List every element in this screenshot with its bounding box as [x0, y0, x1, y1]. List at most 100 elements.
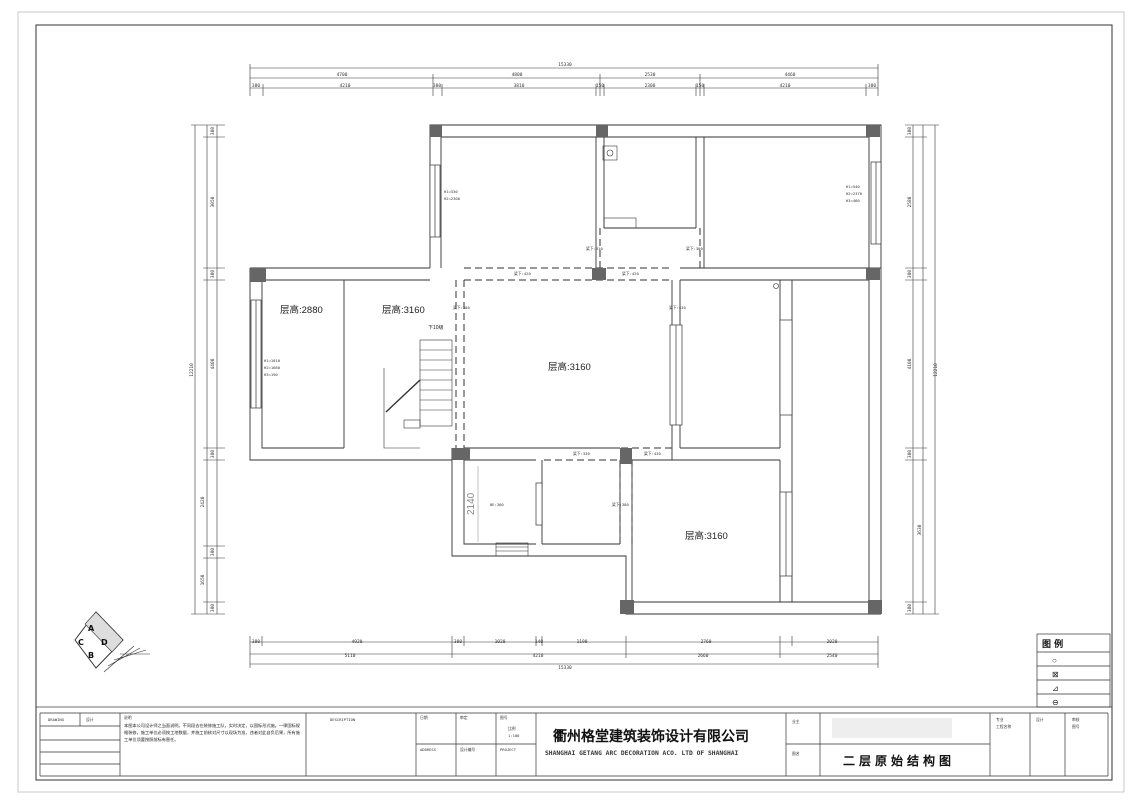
right-dim-7: 380: [907, 604, 913, 612]
tb-cell-5: 日期: [420, 715, 428, 720]
tb-notes: 本图本公司设计师之当面说明。不同段去在装修施工队，实时决定，以国标形式施。一律国…: [124, 723, 300, 742]
left-total-dim: 12210: [189, 363, 195, 377]
beam-label-3: 梁下:420: [514, 271, 531, 276]
bathroom-note: BE:360: [490, 502, 504, 507]
top-dim-r2-2: 4210: [340, 83, 351, 89]
bottom-dim-1: 380: [252, 639, 260, 645]
staircase: [383, 339, 453, 449]
legend-title: 图 例: [1042, 638, 1063, 650]
top-dim-r2-7: 150: [696, 83, 704, 89]
window-note-2c: H3=460: [846, 198, 860, 203]
tb-cell-3: 说明: [124, 715, 132, 720]
tb-cell-14: 图名: [792, 751, 800, 756]
left-dimensions: [191, 124, 225, 615]
left-dim-labels: 380 3050 380 4400 380 2420 380 1650 380 …: [189, 127, 216, 612]
beam-label-4: 梁下:420: [622, 271, 639, 276]
tb-notes-wrap: 本图本公司设计师之当面说明。不同段去在装修施工队，实时决定，以国标形式施。一律国…: [124, 723, 300, 742]
right-dim-5: 380: [907, 450, 913, 458]
bottom-dimensions: [249, 636, 879, 668]
bottom-dim-3: 380: [454, 639, 462, 645]
window-note-2b: H2=2370: [846, 191, 863, 196]
bottom-dim-r2-1: 5110: [345, 653, 356, 659]
right-total-dim: 12210: [933, 363, 939, 377]
bottom-dim-r2-2: 4210: [533, 653, 544, 659]
tb-cell-1: DRAWING: [48, 717, 65, 722]
left-dim-4: 4400: [210, 358, 216, 369]
inner-frame: [35, 24, 1113, 781]
top-dim-r2-8: 4210: [780, 83, 791, 89]
left-dim-1: 380: [210, 127, 216, 135]
vertical-dim-2140: 2140: [466, 492, 477, 515]
room-height-2: 层高:3160: [382, 304, 425, 316]
bottom-total-dim: 15330: [558, 665, 572, 671]
legend-symbol-4: ⊖: [1052, 698, 1059, 707]
right-dim-1: 380: [907, 127, 913, 135]
top-dim-3: 2530: [645, 72, 656, 78]
outer-frame: [17, 11, 1125, 793]
room-height-1: 层高:2880: [280, 304, 323, 316]
left-dim-5: 380: [210, 450, 216, 458]
beam-lines: [455, 228, 701, 544]
room-height-3: 层高:3160: [548, 361, 591, 373]
beam-label-8: 梁下:430: [644, 451, 661, 456]
company-name-cn: 衢州格堂建筑装饰设计有限公司: [553, 728, 749, 745]
top-dim-r2-3: 380: [433, 83, 441, 89]
window-note-3c: H3=190: [264, 372, 278, 377]
bottom-dim-4: 1020: [495, 639, 506, 645]
window-note-3b: H2=1680: [264, 365, 281, 370]
left-dim-6: 2420: [200, 496, 206, 507]
room-height-4: 层高:3160: [685, 530, 728, 542]
tb-cell-6: 审定: [460, 715, 468, 720]
beam-label-1: 梁下:310: [586, 246, 603, 251]
company-logo: A B C D: [74, 611, 150, 673]
bottom-dim-r2-3: 2660: [698, 653, 709, 659]
beam-label-6: 梁下:430: [669, 305, 686, 310]
tb-cell-12: 1:100: [508, 733, 520, 738]
tb-cell-2: 设计: [86, 717, 94, 722]
window-note-1b: H2=2300: [444, 196, 461, 201]
top-dim-r2-4: 3810: [514, 83, 525, 89]
window-note-3a: H1=1010: [264, 358, 281, 363]
left-dim-8: 1650: [200, 574, 206, 585]
window-note-1a: H1=530: [444, 189, 458, 194]
company-name-en: SHANGHAI GETANG ARC DECORATION ACO. LTD …: [545, 750, 739, 757]
legend-symbol-2: ⊠: [1052, 670, 1059, 679]
left-dim-3: 380: [210, 270, 216, 278]
window-note-2a: H1=540: [846, 184, 860, 189]
fixtures: [495, 145, 779, 557]
tb-cell-7: 图号: [500, 715, 508, 720]
logo-letter-c: C: [78, 638, 84, 647]
legend-symbol-3: ⊿: [1052, 684, 1059, 693]
left-dim-7: 380: [210, 548, 216, 556]
windows: [250, 161, 882, 577]
tb-cell-4: DESCRIPTION: [330, 717, 356, 722]
beam-label-2: 梁下:300: [686, 246, 703, 251]
right-dim-3: 380: [907, 270, 913, 278]
right-dimensions: [905, 124, 939, 615]
right-dim-2: 2580: [907, 196, 913, 207]
top-dim-r2-5: 150: [596, 83, 604, 89]
redacted-stamp: [832, 718, 952, 738]
logo-letter-b: B: [88, 651, 94, 660]
beam-label-5: 梁下:380: [453, 305, 470, 310]
drawing-title: 二层原始结构图: [843, 753, 955, 768]
tb-cell-18: 工程名称: [996, 724, 1011, 729]
bottom-dim-r2-4: 2540: [827, 653, 838, 659]
bottom-dim-2: 4920: [352, 639, 363, 645]
tb-cell-8: ADDRESS: [420, 747, 437, 752]
beam-label-7: 梁下:330: [573, 451, 590, 456]
legend-symbol-1: ○: [1052, 656, 1057, 665]
columns: [250, 125, 882, 614]
top-dimensions: [249, 64, 879, 96]
top-dim-4: 4460: [785, 72, 796, 78]
top-dim-r2-9: 380: [868, 83, 876, 89]
tb-cell-10: PROJECT: [500, 747, 517, 752]
top-dim-r2-1: 380: [252, 83, 260, 89]
top-dim-r2-6: 2300: [645, 83, 656, 89]
bottom-dim-7: 2760: [701, 639, 712, 645]
tb-cell-13: 业主: [792, 719, 800, 724]
top-dim-1: 4700: [337, 72, 348, 78]
right-dim-labels: 380 2580 380 4100 380 3630 380 12210: [907, 127, 939, 612]
tb-cell-17: 审核: [1072, 717, 1080, 722]
